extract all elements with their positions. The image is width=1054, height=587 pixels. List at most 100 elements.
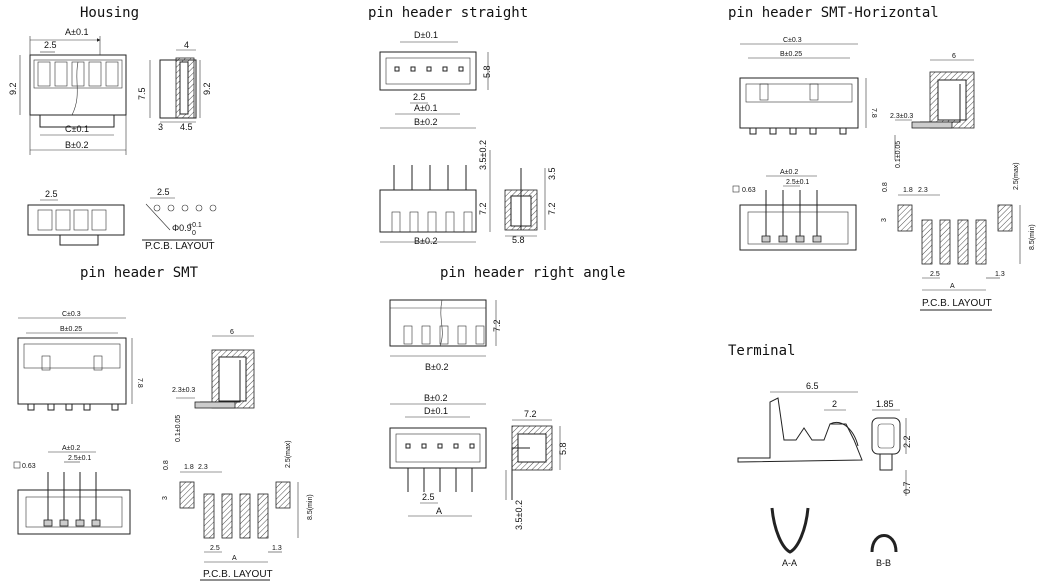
housing-bottom-pitch-dim: 2.5: [45, 189, 58, 199]
smth-bottom-view: [732, 175, 857, 251]
smt-front-view: [17, 317, 133, 411]
straight-b-dim: B±0.2: [414, 117, 437, 127]
smth-front-view: [739, 43, 867, 135]
terminal-aa-label: A-A: [782, 558, 797, 568]
smth-08-dim: 0.8: [882, 182, 889, 192]
ra-72-dim: 7.2: [492, 319, 502, 332]
housing-pcb-label: P.C.B. LAYOUT: [145, 241, 215, 252]
smt-3-dim: 3: [162, 496, 169, 500]
smth-p25-dim: 2.5±0.1: [786, 179, 809, 186]
smth-85-dim: 8.5(min): [1029, 224, 1036, 250]
ra-b-dim: B±0.2: [425, 362, 448, 372]
smt-063-dim: 0.63: [22, 463, 36, 470]
pcb-hole-tol-plus: +0.1: [188, 222, 202, 229]
smth-A-dim: A: [950, 283, 955, 290]
housing-title: Housing: [80, 5, 140, 21]
ra-d-dim: D±0.1: [424, 406, 448, 416]
straight-side-35-dim: 3.5: [547, 167, 557, 180]
smt-18-dim: 1.8: [184, 464, 194, 471]
straight-58-dim: 5.8: [482, 65, 492, 78]
smth-side-view: [894, 59, 975, 160]
housing-side-view: [149, 49, 201, 123]
ra-b2-dim: B±0.2: [424, 393, 447, 403]
smt-pcb-layout: [179, 471, 299, 581]
right-angle-title: pin header right angle: [440, 265, 626, 281]
smt-23b-dim: 2.3: [198, 464, 208, 471]
terminal-07-dim: 0.7: [902, 481, 912, 494]
terminal-front-view: [871, 409, 907, 496]
pcb-hole-tol-minus: 0: [192, 230, 196, 237]
smth-3-dim: 3: [881, 218, 888, 222]
straight-a-dim: A±0.1: [414, 103, 437, 113]
smth-25-dim: 2.5: [930, 271, 940, 278]
straight-b2-dim: B±0.2: [414, 236, 437, 246]
housing-side-3-dim: 3: [158, 122, 163, 132]
smt-23-dim: 2.3±0.3: [172, 387, 195, 394]
straight-top-view: [379, 41, 489, 129]
straight-side-72-dim: 7.2: [547, 202, 557, 215]
housing-side-92-dim: 9.2: [202, 82, 212, 95]
smt-p25-dim: 2.5±0.1: [68, 455, 91, 462]
smth-063-dim: 0.63: [742, 187, 756, 194]
straight-72-dim: 7.2: [478, 202, 488, 215]
smt-85-dim: 8.5(min): [307, 494, 314, 520]
smt-13-dim: 1.3: [272, 545, 282, 552]
housing-pcb-layout: [142, 197, 217, 241]
straight-d-dim: D±0.1: [414, 30, 438, 40]
terminal-bb-label: B-B: [876, 558, 891, 568]
smth-b-dim: B±0.25: [780, 51, 802, 58]
straight-side-58-dim: 5.8: [512, 235, 525, 245]
terminal-section-aa: [770, 507, 810, 554]
ra-top-view: [389, 299, 497, 357]
ra-side-72-dim: 7.2: [524, 409, 537, 419]
housing-a-dim: A±0.1: [65, 27, 88, 37]
smth-01-dim: 0.1±0.05: [895, 141, 902, 168]
smt-bottom-view: [13, 451, 131, 535]
pcb-hole-dim: Φ0.9: [172, 223, 192, 233]
smt-pcb-label: P.C.B. LAYOUT: [203, 569, 273, 580]
smt-horizontal-title: pin header SMT-Horizontal: [728, 5, 939, 21]
terminal-65-dim: 6.5: [806, 381, 819, 391]
housing-front-view: [19, 36, 127, 155]
smt-08-dim: 0.8: [163, 460, 170, 470]
smth-23-dim: 2.3±0.3: [890, 113, 913, 120]
housing-pitch-dim: 2.5: [44, 40, 57, 50]
housing-bottom-view: [27, 199, 125, 246]
housing-height-dim: 9.2: [8, 82, 18, 95]
smth-c-dim: C±0.3: [783, 37, 802, 44]
smth-23b-dim: 2.3: [918, 187, 928, 194]
ra-A-dim: A: [436, 506, 442, 516]
smt-01-dim: 0.1±0.05: [175, 415, 182, 442]
terminal-22-dim: 2.2: [902, 435, 912, 448]
straight-35-dim: 3.5±0.2: [478, 140, 488, 170]
smt-title: pin header SMT: [80, 265, 199, 281]
smt-25-dim: 2.5: [210, 545, 220, 552]
smth-6-dim: 6: [952, 53, 956, 60]
terminal-185-dim: 1.85: [876, 399, 894, 409]
smth-pcb-label: P.C.B. LAYOUT: [922, 298, 992, 309]
straight-side-view: [504, 168, 546, 237]
pcb-pitch-dim: 2.5: [157, 187, 170, 197]
terminal-section-bb: [870, 534, 898, 553]
smt-a-dim: A±0.2: [62, 445, 80, 452]
terminal-2-dim: 2: [832, 399, 837, 409]
housing-b-dim: B±0.2: [65, 140, 88, 150]
smt-25max-dim: 2.5(max): [285, 440, 292, 468]
smth-pcb-layout: [897, 194, 1021, 311]
housing-c-dim: C±0.1: [65, 124, 89, 134]
terminal-title: Terminal: [728, 343, 796, 359]
straight-front-view: [379, 150, 491, 243]
housing-side-4-dim: 4: [184, 40, 189, 50]
housing-side-75-dim: 7.5: [137, 87, 147, 100]
ra-front-view: [389, 403, 487, 517]
smth-78-dim: 7.8: [870, 108, 877, 118]
smth-18-dim: 1.8: [903, 187, 913, 194]
ra-pitch-dim: 2.5: [422, 492, 435, 502]
smt-A-dim: A: [232, 555, 237, 562]
smth-a-dim: A±0.2: [780, 169, 798, 176]
smt-side-view: [176, 335, 255, 409]
smt-78-dim: 7.8: [136, 378, 143, 388]
terminal-side-view: [737, 391, 863, 463]
smth-13-dim: 1.3: [995, 271, 1005, 278]
